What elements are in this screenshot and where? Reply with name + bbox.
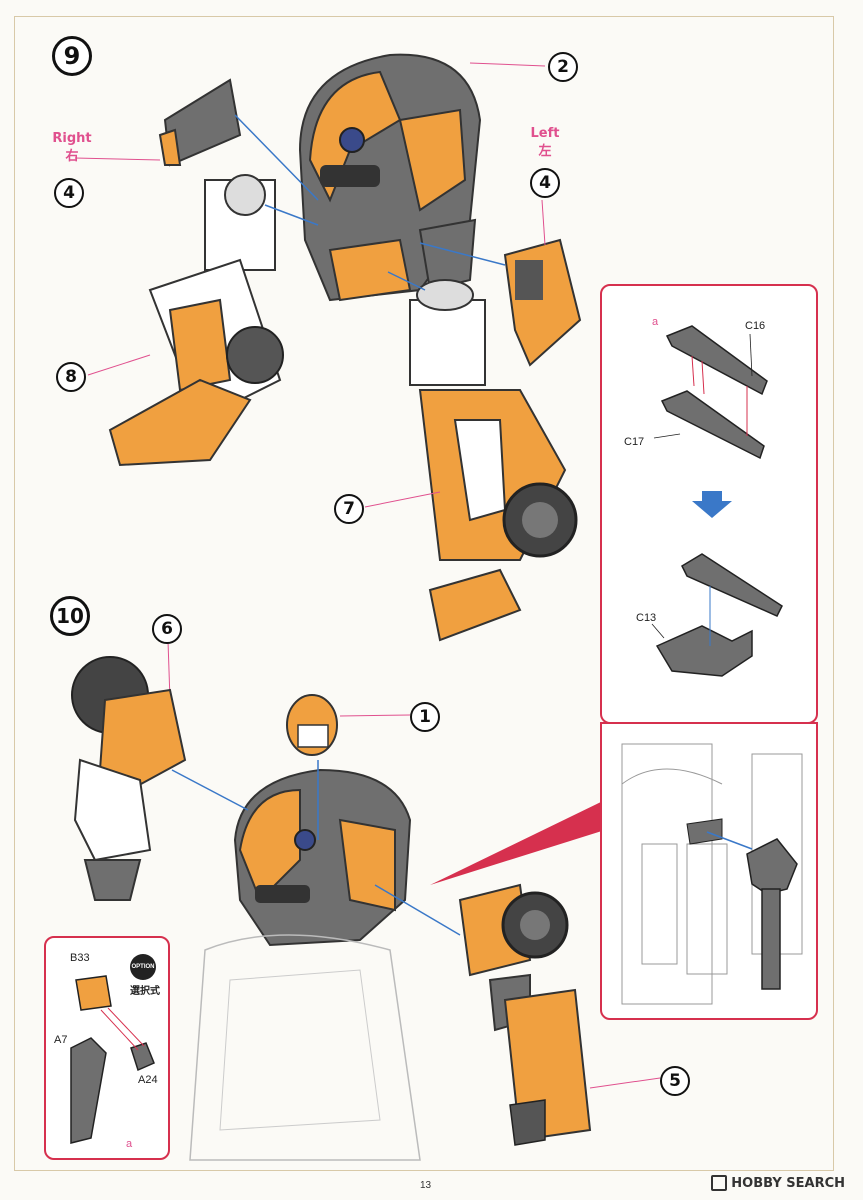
part-label-c13: C13 xyxy=(636,612,657,624)
callout-part-2: 2 xyxy=(548,52,578,82)
zoom-illustration xyxy=(621,743,803,1005)
step-10-number: 10 xyxy=(50,596,90,636)
torso-part-2 xyxy=(298,53,482,302)
option-marker-a: a xyxy=(126,1138,133,1150)
step-9-number: 9 xyxy=(52,36,92,76)
arm-part-6 xyxy=(71,656,187,901)
label-left-en: Left xyxy=(530,126,560,141)
leader-lines xyxy=(74,62,661,1089)
door-panel-right xyxy=(158,78,242,167)
watermark-text: HOBBY SEARCH xyxy=(731,1175,845,1191)
page-number: 13 xyxy=(420,1180,432,1191)
label-right-en: Right xyxy=(52,131,92,146)
part-label-a24: A24 xyxy=(138,1074,158,1086)
callout-part-4-right: 4 xyxy=(54,178,84,208)
part-label-b33: B33 xyxy=(70,952,90,964)
option-box: OPTION 選択式 B33 A7 A24 a xyxy=(44,936,170,1160)
part-label-a7: A7 xyxy=(54,1034,68,1046)
marker-a: a xyxy=(652,316,659,328)
callout-part-4-left: 4 xyxy=(530,168,560,198)
callout-wedge xyxy=(430,800,605,885)
door-panel-left xyxy=(503,238,582,367)
option-illustration xyxy=(70,975,155,1144)
part-label-c17: C17 xyxy=(624,436,645,448)
torso-assembly xyxy=(189,768,421,1161)
arrows-step-9 xyxy=(234,114,506,291)
label-right: Right 右 xyxy=(52,130,92,166)
part-label-c16: C16 xyxy=(745,320,766,332)
leg-part-7 xyxy=(409,279,578,642)
watermark-logo-icon xyxy=(711,1175,728,1191)
label-left-jp: 左 xyxy=(538,144,552,159)
option-badge-jp: 選択式 xyxy=(130,986,160,997)
callout-part-5: 5 xyxy=(660,1066,690,1096)
hobby-search-watermark: HOBBY SEARCH xyxy=(711,1175,845,1191)
detail-gun-illustration xyxy=(651,325,783,677)
callout-part-8: 8 xyxy=(56,362,86,392)
head-part-1 xyxy=(286,694,338,756)
arrows-step-10 xyxy=(171,760,461,936)
leg-part-8 xyxy=(108,174,284,467)
zoom-box-back-detail xyxy=(600,722,818,1020)
callout-part-7: 7 xyxy=(334,494,364,524)
page-border xyxy=(14,16,834,1171)
detail-box-gun-assembly: a C16 C17 C13 xyxy=(600,284,818,724)
label-left: Left 左 xyxy=(525,125,565,161)
arm-part-5 xyxy=(458,883,592,1146)
label-right-jp: 右 xyxy=(65,149,79,164)
callout-part-1: 1 xyxy=(410,702,440,732)
option-badge: OPTION xyxy=(130,954,156,980)
callout-part-6: 6 xyxy=(152,614,182,644)
